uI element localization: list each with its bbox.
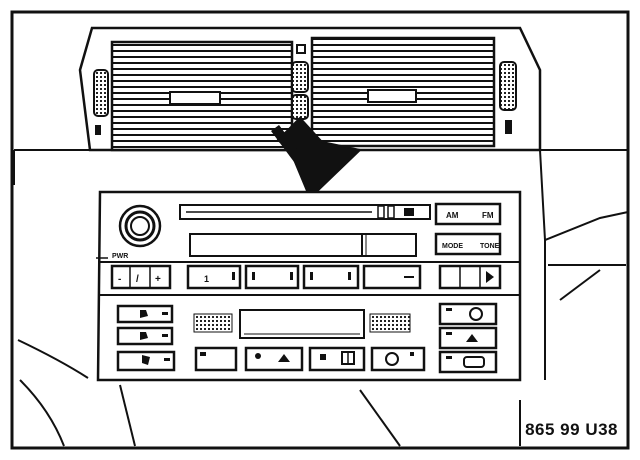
svg-text:FM: FM — [482, 211, 494, 220]
svg-text:AM: AM — [446, 211, 459, 220]
power-label: PWR — [112, 253, 128, 260]
reference-code: 865 99 U38 — [525, 420, 618, 439]
mode-button[interactable]: MODE TONE — [434, 232, 502, 256]
control-console: PWR AM FM MODE TONE — [96, 190, 522, 382]
center-vent-left — [110, 40, 294, 152]
climate-button-3[interactable] — [308, 346, 366, 372]
preset-button-2[interactable] — [244, 264, 300, 290]
svg-text:TONE: TONE — [480, 243, 500, 250]
climate-display — [239, 309, 365, 339]
side-vent-left — [93, 69, 109, 117]
dashboard-surface — [13, 148, 629, 447]
climate-button-2[interactable] — [244, 346, 304, 372]
speaker-grille-right — [369, 313, 411, 333]
climate-button-1[interactable] — [194, 346, 238, 372]
seek-button-group[interactable]: - / + — [110, 264, 172, 290]
preset-button-3[interactable] — [302, 264, 360, 290]
vent-thumbwheels — [291, 44, 309, 132]
volume-knob[interactable] — [118, 204, 162, 248]
defrost-button[interactable] — [438, 326, 498, 350]
eject-button-group[interactable] — [438, 264, 502, 290]
side-vent-right — [499, 61, 517, 111]
svg-text:1: 1 — [204, 274, 209, 284]
band-button[interactable]: AM FM — [434, 202, 502, 226]
climate-control — [116, 302, 498, 374]
air-vent-assembly — [78, 26, 542, 152]
svg-text:MODE: MODE — [442, 243, 463, 250]
svg-text:+: + — [155, 274, 161, 285]
center-vent-right — [310, 36, 496, 148]
preset-button-4[interactable] — [362, 264, 422, 290]
svg-text:/: / — [136, 274, 139, 285]
fan-button[interactable] — [438, 302, 498, 326]
vent-adjuster-right — [367, 89, 417, 103]
vent-adjuster-left — [169, 91, 221, 105]
svg-text:-: - — [118, 274, 121, 285]
radio-display — [189, 233, 417, 257]
cd-slot[interactable] — [179, 204, 431, 220]
speaker-grille-left — [193, 313, 233, 333]
preset-button-1[interactable] — [186, 264, 242, 290]
preset-button-row: - / + 1 — [110, 264, 502, 290]
